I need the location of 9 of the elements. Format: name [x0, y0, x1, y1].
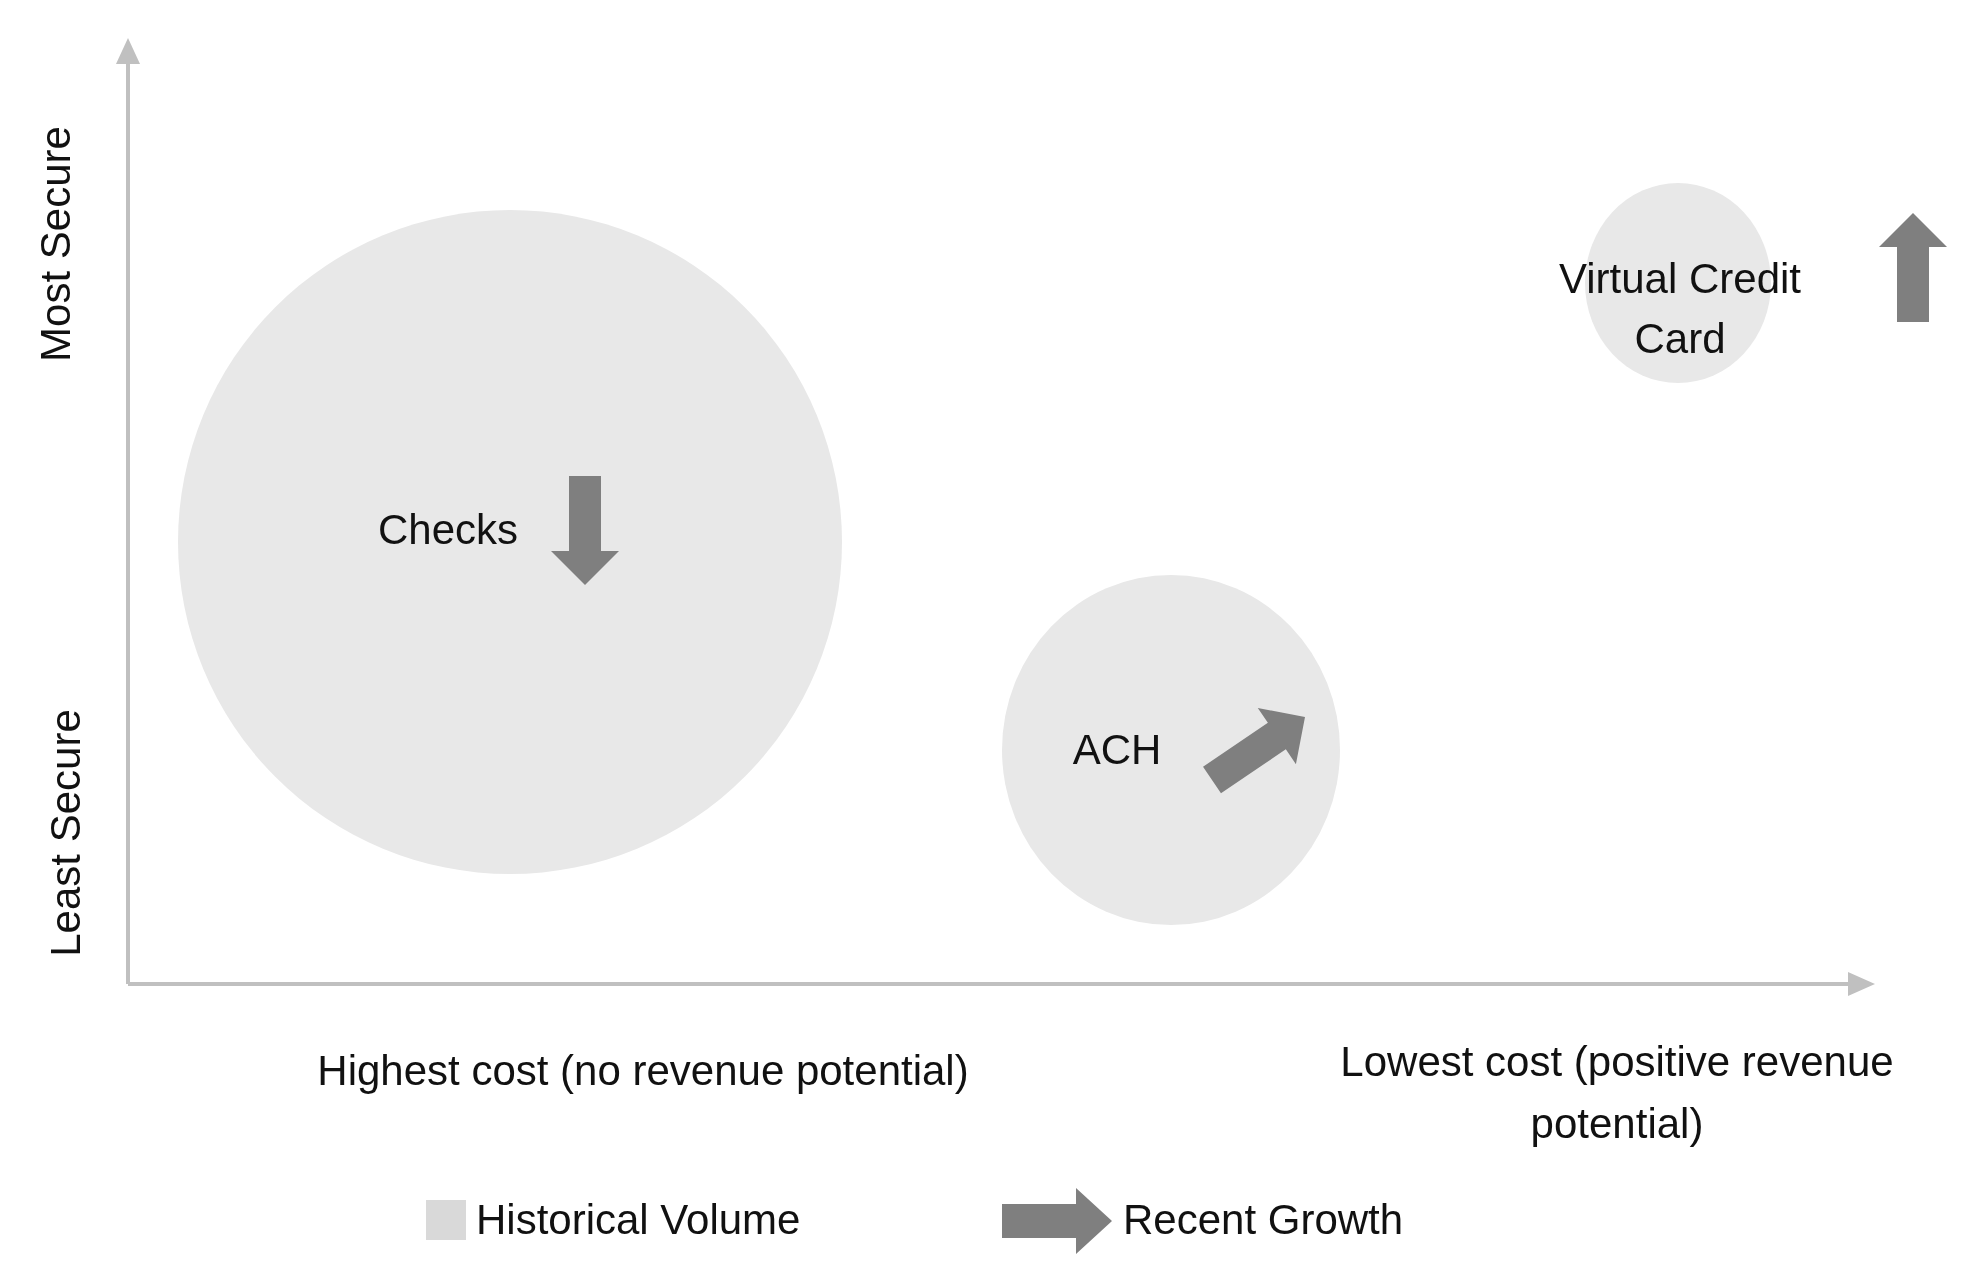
legend-label: Historical Volume: [476, 1196, 801, 1244]
bubble-label: Virtual Credit Card: [1558, 254, 1802, 364]
axis-label: Least Secure: [41, 708, 90, 959]
legend-label: Recent Growth: [1123, 1196, 1404, 1244]
axis-label: Lowest cost (positive revenue potential): [1339, 1037, 1895, 1149]
axis-label: Most Secure: [31, 125, 80, 364]
bubble-label: ACH: [1071, 725, 1163, 775]
axis-label: Highest cost (no revenue potential): [316, 1046, 970, 1096]
bubble-label: Checks: [376, 505, 520, 555]
